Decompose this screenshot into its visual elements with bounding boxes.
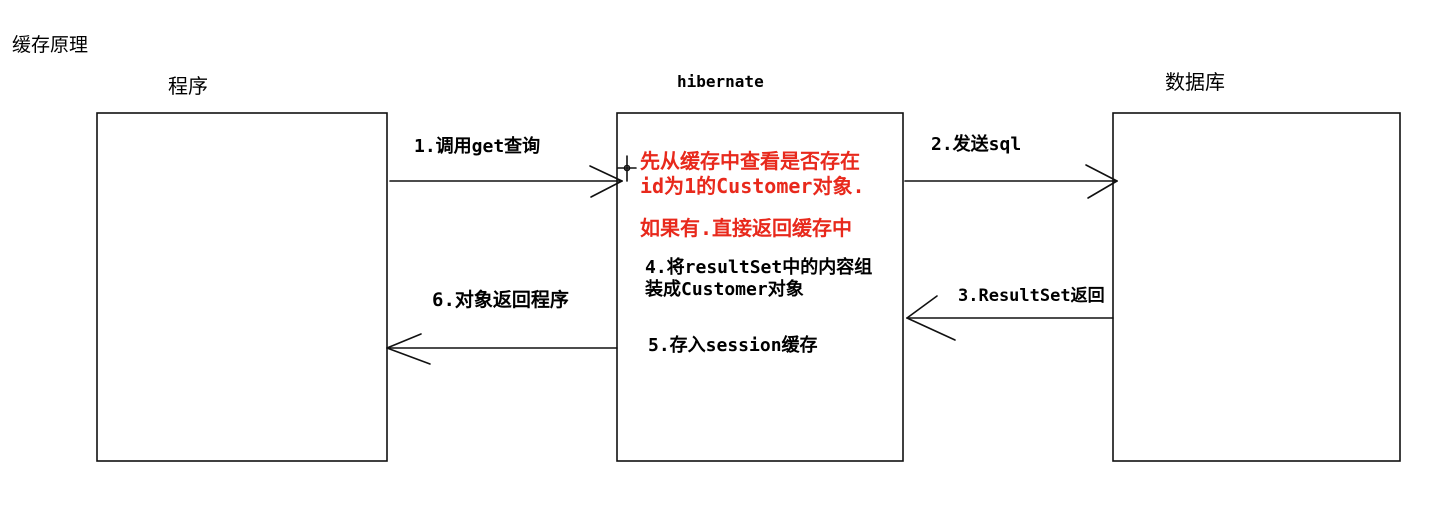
crosshair-center: [623, 164, 631, 172]
hibernate-box: [616, 112, 904, 462]
program-label: 程序: [168, 74, 208, 98]
step1-label: 1.调用get查询: [414, 136, 541, 157]
arrow-resultset-return: [906, 295, 1114, 341]
arrow-object-return-head-lower: [386, 347, 431, 365]
step4-note-line-2: 装成Customer对象: [645, 279, 804, 300]
hibernate-label: hibernate: [677, 72, 764, 91]
step5-note: 5.存入session缓存: [648, 335, 818, 356]
crosshair-cursor-icon: [617, 155, 637, 182]
step3-label: 3.ResultSet返回: [958, 286, 1105, 306]
step4-note-line-1: 4.将resultSet中的内容组: [645, 257, 873, 278]
arrow-send-sql-head-upper: [1085, 164, 1118, 182]
cache-check-note-line-1: 先从缓存中查看是否存在: [640, 149, 860, 173]
arrow-resultset-return-head-upper: [906, 295, 938, 319]
arrow-object-return: [386, 333, 618, 365]
cache-check-note-line-2: id为1的Customer对象.: [640, 174, 865, 198]
arrow-get-query-head-upper: [589, 165, 623, 182]
program-box: [96, 112, 388, 462]
database-box: [1112, 112, 1401, 462]
arrow-get-query-head-lower: [590, 180, 623, 198]
step2-label: 2.发送sql: [931, 134, 1022, 155]
step6-label: 6.对象返回程序: [432, 289, 569, 311]
diagram-title: 缓存原理: [12, 34, 89, 56]
arrow-send-sql-head-lower: [1087, 180, 1118, 199]
arrow-object-return-head-upper: [386, 333, 422, 349]
database-label: 数据库: [1165, 70, 1225, 94]
cache-hit-note: 如果有.直接返回缓存中: [640, 216, 853, 240]
arrow-get-query: [389, 165, 623, 198]
arrow-resultset-return-head-lower: [906, 317, 956, 341]
arrow-send-sql: [904, 164, 1118, 199]
